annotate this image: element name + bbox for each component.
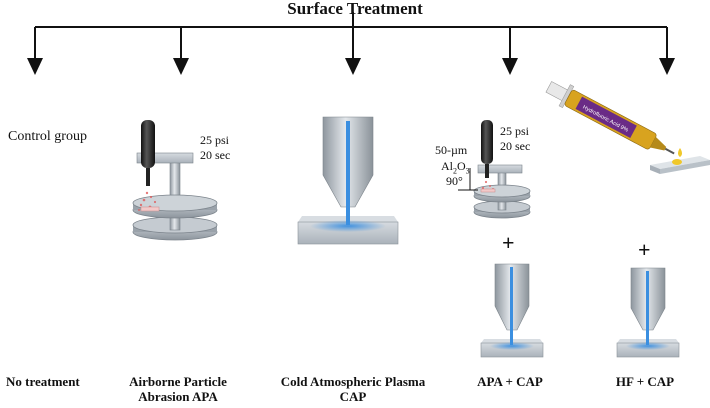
label-hf-cap: HF + CAP: [615, 374, 675, 389]
tree-connectors: [34, 12, 668, 62]
apacap-apa-apparatus: [458, 120, 531, 219]
apa-nozzle-body: [141, 120, 155, 168]
arrowhead-5: [659, 58, 675, 75]
hf-drop-falling: [678, 148, 682, 157]
diagram-title: Surface Treatment: [287, 0, 423, 18]
syringe-needle: [664, 147, 675, 155]
cap-apparatus: [297, 116, 399, 245]
apa-apparatus: [132, 120, 218, 241]
particle-formula: Al2O3: [441, 159, 470, 176]
particle-size: 50-µm: [435, 143, 468, 157]
arrowhead-4: [502, 58, 518, 75]
apacap-time: 20 sec: [500, 139, 531, 153]
hf-syringe: Hydrofluoric Acid 9%: [545, 81, 710, 174]
tree-arrowheads: [27, 58, 675, 75]
spray-angle: 90°: [446, 174, 463, 188]
label-no-treatment: No treatment: [6, 374, 80, 389]
hfcap-cap-apparatus: [616, 267, 680, 358]
hf-slab-front: [660, 160, 710, 174]
label-apa-cap: APA + CAP: [477, 374, 543, 389]
apacap-pressure: 25 psi: [500, 124, 530, 138]
apa-time: 20 sec: [200, 148, 231, 162]
cap-glow: [310, 220, 386, 232]
arrowhead-1: [27, 58, 43, 75]
control-group-label: Control group: [8, 129, 87, 144]
apa-arm: [136, 152, 194, 164]
apa-specimen: [140, 206, 160, 212]
apacap-plus-sign: +: [502, 230, 515, 255]
hfcap-plus-sign: +: [638, 237, 651, 262]
hf-drop: [672, 159, 682, 165]
apa-pressure: 25 psi: [200, 133, 230, 147]
hf-slab-side: [650, 165, 660, 174]
syringe-tip: [650, 136, 667, 151]
apa-nozzle-tip: [146, 168, 150, 186]
apacap-cap-apparatus: [480, 263, 544, 358]
syringe-label: [575, 96, 637, 139]
arrowhead-2: [173, 58, 189, 75]
cap-plasma-beam: [346, 121, 350, 225]
arrowhead-3: [345, 58, 361, 75]
